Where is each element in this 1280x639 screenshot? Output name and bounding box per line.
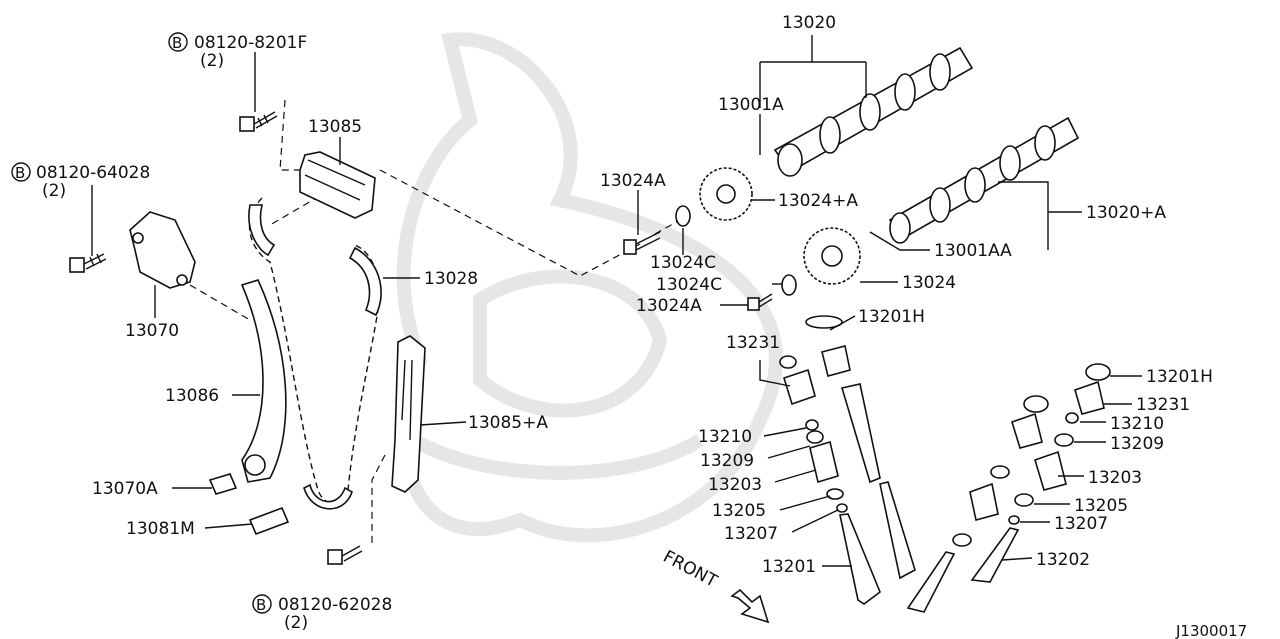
bolt-marker-top: B xyxy=(168,32,188,52)
svg-text:B: B xyxy=(256,596,266,614)
label-bolt-left-qty: (2) xyxy=(42,181,66,201)
slack-guide-13086 xyxy=(240,279,287,483)
camshaft-13020 xyxy=(773,46,974,177)
camshaft-13020A xyxy=(888,116,1080,244)
sprocket-13024 xyxy=(803,227,861,285)
washer-13024C-bot xyxy=(781,274,797,296)
label-13201: 13201 xyxy=(762,557,816,577)
bolt-13024A-bot xyxy=(747,293,773,311)
label-13205-right: 13205 xyxy=(1074,496,1128,516)
label-13209-right: 13209 xyxy=(1110,434,1164,454)
valve-train-left xyxy=(779,315,916,605)
label-13070: 13070 xyxy=(125,321,179,341)
label-13070A: 13070A xyxy=(92,479,158,499)
washer-13024C-top xyxy=(675,205,691,227)
plunger-13070A xyxy=(208,473,238,495)
label-13028: 13028 xyxy=(424,269,478,289)
label-13207-left: 13207 xyxy=(724,524,778,544)
chain-tensioner-13070 xyxy=(129,211,196,289)
label-13085A: 13085+A xyxy=(468,413,548,433)
label-13231-right: 13231 xyxy=(1136,395,1190,415)
label-bolt-top-qty: (2) xyxy=(200,51,224,71)
label-13207-right: 13207 xyxy=(1054,514,1108,534)
valve-train-right xyxy=(906,363,1111,613)
label-bolt-top: 08120-8201F xyxy=(194,33,307,53)
leader-lines xyxy=(91,35,1142,567)
chain-guide-13085 xyxy=(299,151,376,219)
bolt-top xyxy=(239,111,278,132)
label-13205-left: 13205 xyxy=(712,501,766,521)
label-13203-right: 13203 xyxy=(1088,468,1142,488)
label-13201H-right: 13201H xyxy=(1146,367,1213,387)
tension-guide-13085A xyxy=(391,335,426,493)
label-13209-left: 13209 xyxy=(700,451,754,471)
label-13001AA: 13001AA xyxy=(934,241,1012,261)
label-13201H-left: 13201H xyxy=(858,307,925,327)
label-13020pA: 13020+A xyxy=(1086,203,1166,223)
label-13081M: 13081M xyxy=(126,519,195,539)
label-13024A-bot: 13024A xyxy=(636,296,702,316)
label-13085: 13085 xyxy=(308,117,362,137)
svg-text:B: B xyxy=(172,34,182,52)
label-13202: 13202 xyxy=(1036,550,1090,570)
label-bolt-left: 08120-64028 xyxy=(36,163,150,183)
sprocket-13024A xyxy=(699,167,753,221)
label-13024: 13024 xyxy=(902,273,956,293)
label-13024C-top: 13024C xyxy=(650,253,716,273)
label-13020: 13020 xyxy=(782,13,836,33)
timing-chain-13028 xyxy=(248,197,382,510)
label-13210-left: 13210 xyxy=(698,427,752,447)
label-bolt-bottom-qty: (2) xyxy=(284,613,308,633)
label-bolt-bottom: 08120-62028 xyxy=(278,595,392,615)
bolt-marker-left: B xyxy=(11,162,31,182)
front-label: FRONT xyxy=(660,547,721,592)
diagram-id: J1300017 xyxy=(1175,622,1247,639)
part-13081M xyxy=(248,506,290,536)
bolt-bottom xyxy=(327,545,363,565)
label-13024C-bot: 13024C xyxy=(656,275,722,295)
label-13024pA: 13024+A xyxy=(778,191,858,211)
bolt-left xyxy=(69,253,107,273)
front-arrow-icon xyxy=(730,588,770,624)
label-13231-left: 13231 xyxy=(726,333,780,353)
bolt-13024A-top xyxy=(623,231,661,255)
label-13086: 13086 xyxy=(165,386,219,406)
watermark-logo xyxy=(395,32,783,543)
label-13203-left: 13203 xyxy=(708,475,762,495)
label-13210-right: 13210 xyxy=(1110,414,1164,434)
label-13001A: 13001A xyxy=(718,95,784,115)
label-13024A-top: 13024A xyxy=(600,171,666,191)
bolt-marker-bottom: B xyxy=(252,594,272,614)
svg-text:B: B xyxy=(15,164,25,182)
